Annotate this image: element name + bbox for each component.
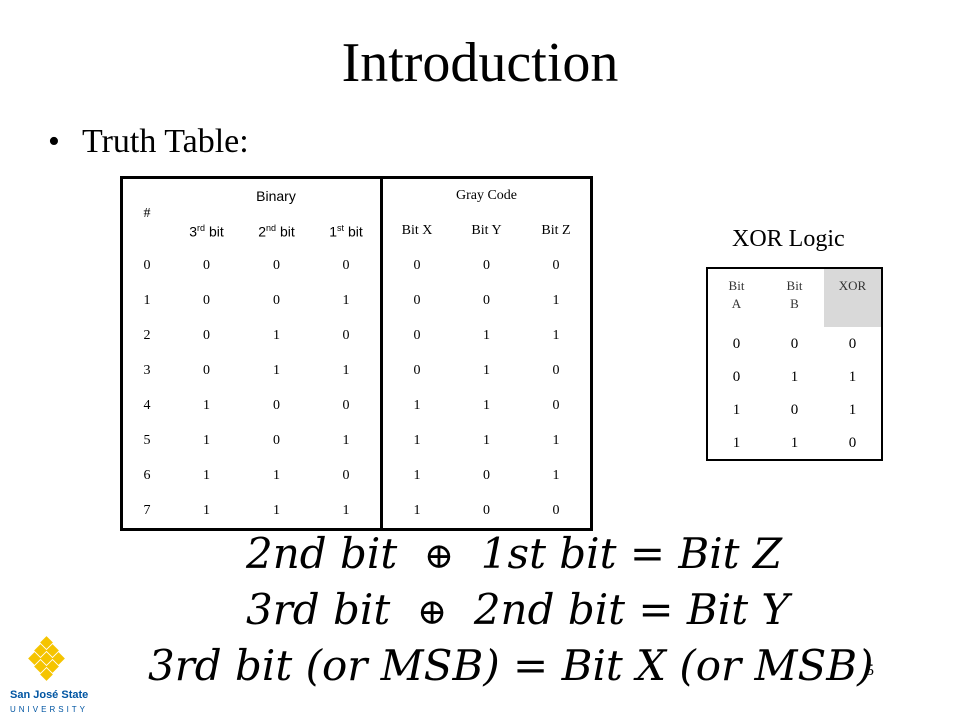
slide-title: Introduction bbox=[341, 32, 619, 94]
truth-table: # Binary Gray Code 3rd bit 2nd bit 1st b… bbox=[120, 176, 593, 531]
binary-col-header: 1st bit bbox=[311, 213, 383, 249]
sjsu-logo-icon: San José State UNIVERSITY bbox=[10, 636, 88, 714]
gray-col-header: Bit Y bbox=[451, 213, 522, 249]
equation-bit-z: 2nd bit ⊕ 1st bit = Bit Z bbox=[246, 529, 783, 578]
xor-col-header: XOR bbox=[823, 267, 883, 328]
bullet-text: Truth Table: bbox=[82, 123, 249, 160]
equation-bit-x: 3rd bit (or MSB) = Bit X (or MSB) bbox=[148, 641, 874, 690]
gray-col-header: Bit Z bbox=[521, 213, 592, 249]
equation-bit-y: 3rd bit ⊕ 2nd bit = Bit Y bbox=[246, 585, 790, 634]
page-number: 5 bbox=[866, 662, 874, 679]
university-logo: San José State UNIVERSITY bbox=[8, 636, 104, 716]
gray-code-header: Gray Code bbox=[381, 177, 592, 214]
svg-text:UNIVERSITY: UNIVERSITY bbox=[10, 705, 88, 714]
gray-col-header: Bit X bbox=[381, 213, 452, 249]
binary-header: Binary bbox=[171, 177, 383, 214]
binary-col-header: 3rd bit bbox=[171, 213, 242, 249]
hash-header: # bbox=[121, 177, 172, 249]
xor-logic-caption: XOR Logic bbox=[732, 226, 845, 252]
binary-col-header: 2nd bit bbox=[241, 213, 312, 249]
svg-text:San José State: San José State bbox=[10, 689, 88, 701]
bullet-dot: • bbox=[48, 123, 60, 160]
bullet-truth-table: • Truth Table: bbox=[48, 118, 249, 166]
